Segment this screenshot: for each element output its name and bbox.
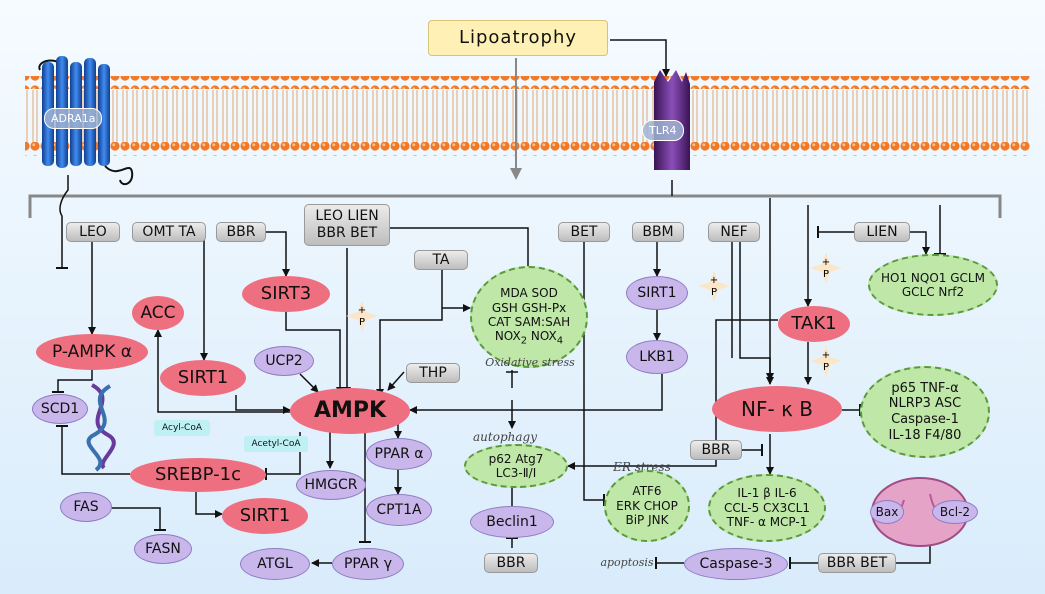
node-acc: ACC <box>132 296 184 330</box>
node-sirt1-bottom: SIRT1 <box>222 498 308 534</box>
p65-line-1: p65 TNF-α <box>891 380 959 396</box>
node-lkb1: LKB1 <box>626 340 688 374</box>
node-cpt1a: CPT1A <box>366 494 432 526</box>
node-beclin1: Beclin1 <box>470 506 554 538</box>
dna-helix-icon <box>86 383 116 472</box>
box-lien: LIEN <box>854 222 910 242</box>
box-bbm: BBM <box>632 222 684 242</box>
ox-nox: NOX <box>494 329 521 344</box>
box-bbr-beclin: BBR <box>484 553 538 573</box>
box-bet: BET <box>558 222 610 242</box>
group-autophagy-markers: p62 Atg7 LC3-Ⅱ/Ⅰ <box>464 444 568 488</box>
node-atgl: ATGL <box>240 548 310 580</box>
node-scd1: SCD1 <box>32 394 88 424</box>
ho1-line-2: GCLC Nrf2 <box>901 285 965 299</box>
caption-autophagy: autophagy <box>473 429 537 444</box>
group-ho1-nrf2: HO1 NQO1 GCLM GCLC Nrf2 <box>868 254 998 316</box>
auto-line-2: LC3-Ⅱ/Ⅰ <box>495 466 537 480</box>
group-oxidative-markers: MDA SOD GSH GSH-Px CAT SAM:SAH NOX2 NOX4 <box>470 266 588 368</box>
ho1-line-1: HO1 NQO1 GCLM <box>881 270 985 285</box>
box-bbr-nfkb: BBR <box>690 440 742 460</box>
phospho-star-icons <box>346 252 842 377</box>
phospho-tak1-bottom-plus: + <box>821 350 831 361</box>
box-leo: LEO <box>66 222 120 242</box>
node-ppar-alpha: PPAR α <box>366 438 432 470</box>
label-apoptosis: apoptosis <box>600 556 654 570</box>
group-p65-inflammasome: p65 TNF-α NLRP3 ASC Caspase-1 IL-18 F4/8… <box>860 366 990 458</box>
er-line-3: BiP JNK <box>625 513 669 528</box>
node-tak1: TAK1 <box>778 306 850 342</box>
p65-line-2: NLRP3 ASC <box>888 396 962 412</box>
node-fasn: FASN <box>134 534 192 564</box>
title-lipoatrophy: Lipoatrophy <box>428 20 608 56</box>
phospho-ampk-plus: + <box>357 305 367 316</box>
box-nef: NEF <box>708 222 760 242</box>
group-er-stress-markers: ATF6 ERK CHOP BiP JNK <box>604 470 690 542</box>
er-line-1: ATF6 <box>632 484 662 499</box>
ox-line-2: GSH GSH-Px <box>491 300 567 315</box>
phospho-nef: +P <box>704 273 724 301</box>
node-bcl-2: Bcl-2 <box>932 500 978 524</box>
phospho-tak1-bottom: +P <box>816 348 836 376</box>
il-line-2: CCL-5 CX3CL1 <box>724 500 810 515</box>
box-leo-lien-line1: LEO LIEN <box>315 208 379 225</box>
box-leo-lien-line2: BBR BET <box>316 225 378 241</box>
ox-nox-sub4: 4 <box>556 335 564 347</box>
node-nf-kb: NF- κ B <box>712 386 842 432</box>
phospho-tak1-bottom-p: P <box>822 362 830 373</box>
box-thp: THP <box>406 363 460 383</box>
node-ppar-gamma: PPAR γ <box>332 548 404 580</box>
ox-line-1: MDA SOD <box>500 286 558 301</box>
node-ampk: AMPK <box>290 388 410 434</box>
phospho-ampk-p: P <box>358 317 366 328</box>
ox-nox4: NOX <box>530 329 557 344</box>
label-acyl-coa: Acyl-CoA <box>154 420 210 436</box>
node-sirt1-left: SIRT1 <box>160 360 246 396</box>
phospho-ampk: +P <box>352 303 372 331</box>
node-srebp-1c: SREBP-1c <box>130 458 266 492</box>
node-p-ampk-alpha: P-AMPK α <box>36 334 148 370</box>
node-sirt1-mid: SIRT1 <box>626 276 688 310</box>
ox-line-4: NOX2 NOX4 <box>495 329 563 347</box>
group-il-cytokines: IL-1 β IL-6 CCL-5 CX3CL1 TNF- α MCP-1 <box>708 474 826 542</box>
phospho-nef-plus: + <box>709 275 719 286</box>
p65-line-4: IL-18 F4/80 <box>888 427 962 443</box>
il-line-1: IL-1 β IL-6 <box>737 486 797 501</box>
ox-line-3: CAT SAM:SAH <box>487 315 571 329</box>
caption-oxidative-stress: Oxidative stress <box>485 356 575 370</box>
box-bbr-bet-bottom: BBR BET <box>818 553 896 573</box>
node-sirt3: SIRT3 <box>242 276 330 312</box>
label-adra1a: ADRA1a <box>44 108 103 129</box>
p65-line-3: Caspase-1 <box>891 412 959 427</box>
label-tlr4: TLR4 <box>642 120 684 141</box>
phospho-tak1-top-p: P <box>822 269 830 280</box>
il-line-3: TNF- α MCP-1 <box>726 515 808 530</box>
auto-line-1: p62 Atg7 <box>488 451 544 466</box>
box-omt-ta: OMT TA <box>132 222 206 242</box>
label-acetyl-coa: Acetyl-CoA <box>244 436 308 452</box>
node-hmgcr: HMGCR <box>296 470 366 500</box>
phospho-tak1-top: +P <box>816 255 836 283</box>
ox-nox-sub2: 2 <box>520 335 528 347</box>
box-bbr-top: BBR <box>216 222 266 242</box>
phospho-nef-p: P <box>710 287 718 298</box>
box-leo-lien-bbr-bet: LEO LIEN BBR BET <box>304 204 390 246</box>
er-line-2: ERK CHOP <box>616 498 678 513</box>
phospho-tak1-top-plus: + <box>821 257 831 268</box>
node-ucp2: UCP2 <box>254 346 314 376</box>
node-bax: Bax <box>870 500 904 524</box>
node-caspase-3: Caspase-3 <box>684 548 788 580</box>
node-fas: FAS <box>60 492 112 522</box>
cell-membrane <box>25 76 1030 156</box>
box-ta: TA <box>414 250 468 270</box>
